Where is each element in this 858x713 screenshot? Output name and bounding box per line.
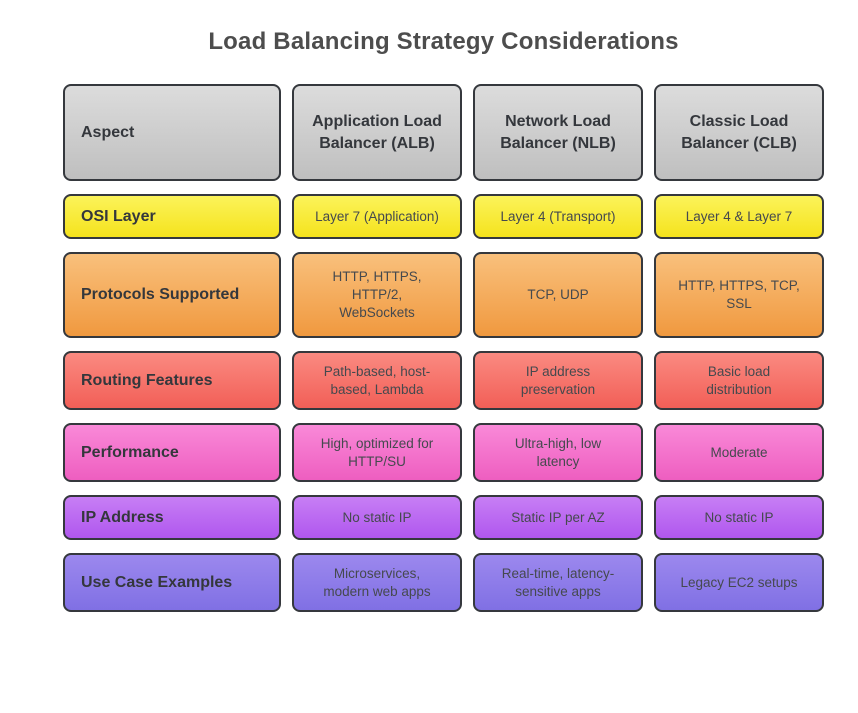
cell-ip-alb: No static IP (292, 495, 462, 540)
cell-osi-clb: Layer 4 & Layer 7 (654, 194, 824, 239)
cell-routing-nlb: IP address preservation (473, 351, 643, 410)
header-cell-aspect: Aspect (63, 84, 281, 181)
cell-protocols-nlb: TCP, UDP (473, 252, 643, 338)
cell-ip-clb: No static IP (654, 495, 824, 540)
cell-osi-alb: Layer 7 (Application) (292, 194, 462, 239)
header-row: Aspect Application Load Balancer (ALB) N… (63, 84, 824, 181)
diagram-title: Load Balancing Strategy Considerations (208, 28, 679, 55)
cell-routing-clb: Basic load distribution (654, 351, 824, 410)
cell-ip-nlb: Static IP per AZ (473, 495, 643, 540)
cell-usecase-clb: Legacy EC2 setups (654, 553, 824, 612)
cell-protocols-alb: HTTP, HTTPS, HTTP/2, WebSockets (292, 252, 462, 338)
cell-performance-alb: High, optimized for HTTP/SU (292, 423, 462, 482)
row-protocols: Protocols Supported HTTP, HTTPS, HTTP/2,… (63, 252, 824, 338)
aspect-cell-routing: Routing Features (63, 351, 281, 410)
cell-routing-alb: Path-based, host-based, Lambda (292, 351, 462, 410)
row-performance: Performance High, optimized for HTTP/SU … (63, 423, 824, 482)
row-osi-layer: OSI Layer Layer 7 (Application) Layer 4 … (63, 194, 824, 239)
row-ip-address: IP Address No static IP Static IP per AZ… (63, 495, 824, 540)
header-cell-nlb: Network Load Balancer (NLB) (473, 84, 643, 181)
row-use-cases: Use Case Examples Microservices, modern … (63, 553, 824, 612)
cell-performance-clb: Moderate (654, 423, 824, 482)
cell-protocols-clb: HTTP, HTTPS, TCP, SSL (654, 252, 824, 338)
cell-osi-nlb: Layer 4 (Transport) (473, 194, 643, 239)
header-cell-clb: Classic Load Balancer (CLB) (654, 84, 824, 181)
aspect-cell-osi-layer: OSI Layer (63, 194, 281, 239)
header-cell-alb: Application Load Balancer (ALB) (292, 84, 462, 181)
comparison-table: Aspect Application Load Balancer (ALB) N… (63, 84, 824, 612)
cell-usecase-alb: Microservices, modern web apps (292, 553, 462, 612)
aspect-cell-performance: Performance (63, 423, 281, 482)
aspect-cell-use-cases: Use Case Examples (63, 553, 281, 612)
cell-performance-nlb: Ultra-high, low latency (473, 423, 643, 482)
aspect-cell-protocols: Protocols Supported (63, 252, 281, 338)
aspect-cell-ip-address: IP Address (63, 495, 281, 540)
cell-usecase-nlb: Real-time, latency-sensitive apps (473, 553, 643, 612)
row-routing: Routing Features Path-based, host-based,… (63, 351, 824, 410)
